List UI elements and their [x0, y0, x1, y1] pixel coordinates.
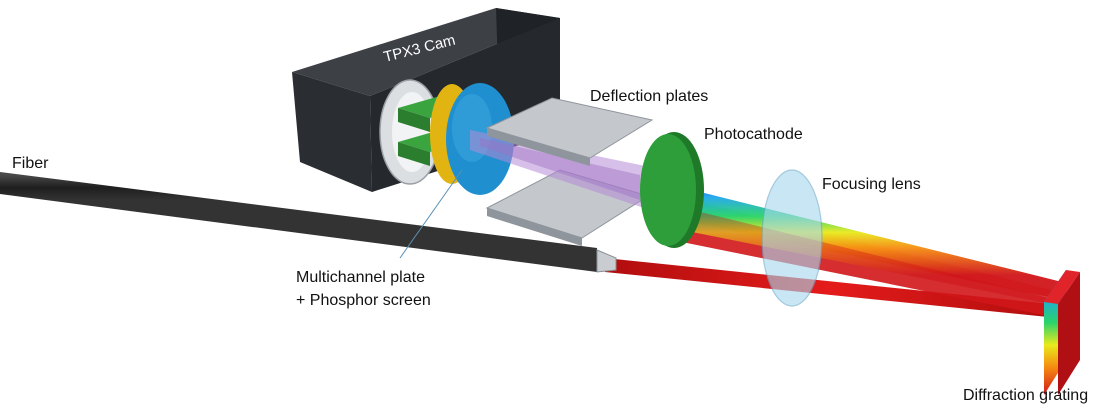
deflection-plate-upper-top — [485, 97, 654, 159]
photocathode — [640, 132, 704, 248]
deflection-plate-upper-edge — [487, 128, 590, 166]
electron-beam-core — [480, 138, 640, 200]
photocathode-label: Photocathode — [704, 126, 803, 143]
focusing-lens — [761, 169, 823, 307]
camera-front-face — [292, 72, 372, 192]
fiber-label: Fiber — [12, 155, 49, 172]
deflection-plates-label: Deflection plates — [590, 88, 708, 105]
grating-label: Diffraction grating — [963, 387, 1088, 404]
grating-top — [1044, 270, 1080, 304]
electron-beam — [470, 130, 655, 210]
mcp-label-line1: Multichannel plate — [296, 269, 425, 286]
mcp-label-line2: + Phosphor screen — [296, 292, 431, 309]
input-beam — [605, 258, 1060, 318]
focusing-lens-label: Focusing lens — [822, 176, 921, 193]
fiber — [0, 172, 617, 273]
deflection-plate-lower-edge — [487, 208, 582, 246]
grating-side — [1058, 272, 1080, 395]
camera-top-face — [292, 8, 560, 96]
detector-chip-upper-side — [398, 108, 430, 132]
deflection-plate-upper — [485, 97, 654, 166]
mcp-pointer-line — [399, 169, 463, 259]
photocathode-disk — [640, 134, 696, 246]
detector-chip-lower-side — [398, 142, 430, 166]
fiber-cable — [0, 172, 597, 272]
focusing-lens-body — [761, 169, 823, 307]
diffraction-grating — [1044, 270, 1080, 395]
fiber-tip — [596, 249, 617, 273]
